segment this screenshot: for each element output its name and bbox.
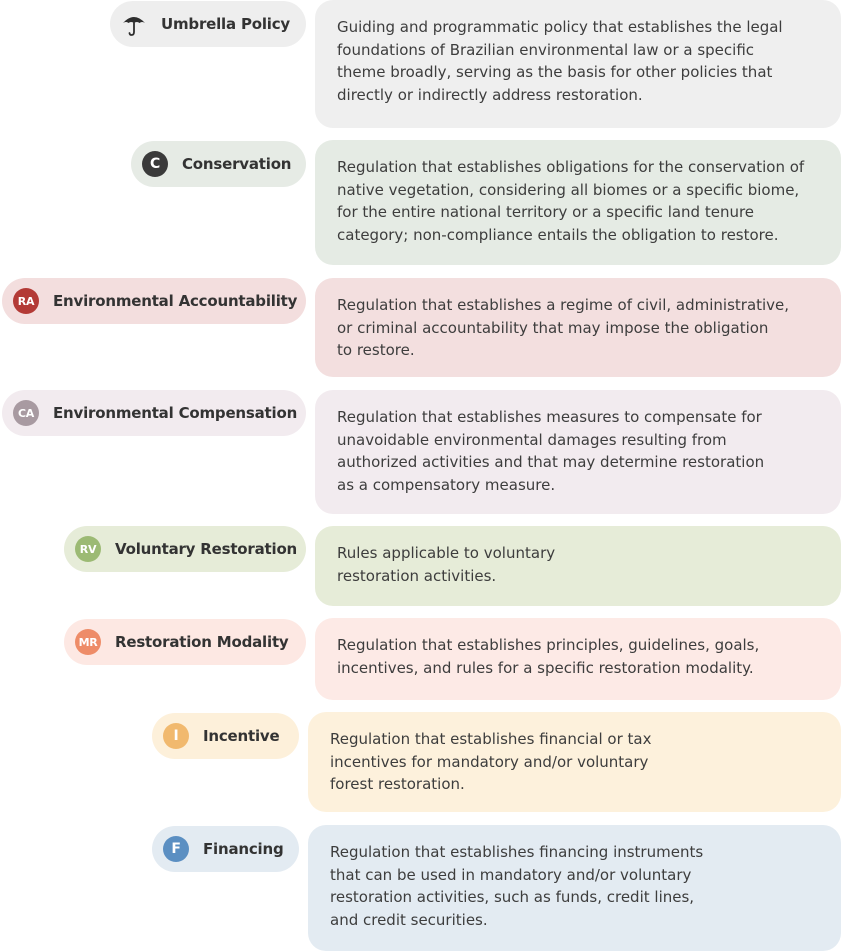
category-badge: MR — [75, 629, 101, 655]
category-description: Regulation that establishes financing in… — [308, 825, 841, 951]
category-pill-voluntary: RV Voluntary Restoration — [64, 526, 306, 572]
category-badge: C — [142, 151, 168, 177]
category-badge: RA — [13, 288, 39, 314]
category-description: Guiding and programmatic policy that est… — [315, 0, 841, 128]
category-description: Regulation that establishes principles, … — [315, 618, 841, 700]
category-description: Regulation that establishes a regime of … — [315, 278, 841, 377]
category-pill-umbrella: Umbrella Policy — [110, 1, 306, 47]
category-badge: CA — [13, 400, 39, 426]
category-label: Incentive — [203, 727, 280, 745]
category-label: Restoration Modality — [115, 633, 289, 651]
category-pill-modality: MR Restoration Modality — [64, 619, 306, 665]
category-description: Regulation that establishes measures to … — [315, 390, 841, 514]
category-label: Environmental Compensation — [53, 404, 298, 422]
category-pill-accountability: RA Environmental Accountability — [2, 278, 306, 324]
category-badge: I — [163, 723, 189, 749]
category-badge: F — [163, 836, 189, 862]
category-label: Financing — [203, 840, 284, 858]
category-pill-conservation: C Conservation — [131, 141, 306, 187]
category-label: Environmental Accountability — [53, 292, 298, 310]
category-pill-incentive: I Incentive — [152, 713, 299, 759]
category-pill-financing: F Financing — [152, 826, 299, 872]
category-description: Regulation that establishes financial or… — [308, 712, 841, 812]
umbrella-icon — [121, 11, 147, 37]
category-description: Rules applicable to voluntary restoratio… — [315, 526, 841, 606]
category-label: Umbrella Policy — [161, 15, 290, 33]
category-label: Conservation — [182, 155, 292, 173]
category-label: Voluntary Restoration — [115, 540, 298, 558]
category-pill-compensation: CA Environmental Compensation — [2, 390, 306, 436]
category-description: Regulation that establishes obligations … — [315, 140, 841, 265]
category-badge: RV — [75, 536, 101, 562]
